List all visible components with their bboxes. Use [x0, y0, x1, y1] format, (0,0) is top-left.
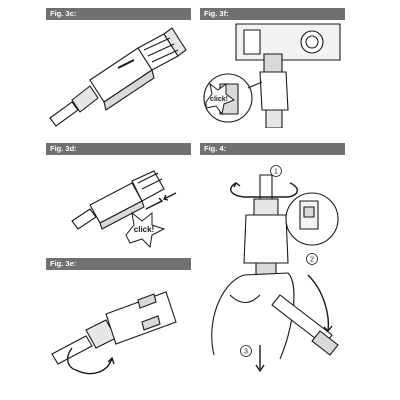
figure-4-panel: Fig. 4: 1 2	[200, 143, 345, 378]
figure-3d-callout: click!	[134, 225, 154, 234]
step-2-label: 2	[310, 257, 314, 264]
figure-3c-panel: Fig. 3c:	[46, 8, 191, 128]
figure-3e-panel: Fig. 3e:	[46, 258, 191, 378]
connector-assembled-illustration	[49, 27, 187, 127]
figure-3f-header: Fig. 3f:	[200, 8, 345, 20]
connector-click-illustration: click!	[71, 170, 177, 249]
figure-3d-header: Fig. 3d:	[46, 143, 191, 155]
click-burst-icon: click!	[205, 82, 236, 116]
figure-3f-callout: click!	[210, 96, 228, 103]
figure-3e-label: Fig. 3e:	[50, 259, 77, 268]
step-3-marker: 3	[240, 345, 252, 357]
step-3-label: 3	[244, 349, 248, 356]
figure-3c-label: Fig. 3c:	[50, 9, 77, 18]
figure-3f-panel: Fig. 3f: click!	[200, 8, 345, 128]
connector-removal-illustration: 1 2 3	[211, 165, 339, 373]
figure-3d-label: Fig. 3d:	[50, 144, 77, 153]
connector-tighten-illustration	[51, 291, 177, 375]
figure-3d-panel: Fig. 3d: click!	[46, 143, 191, 253]
figure-4-label: Fig. 4:	[204, 144, 227, 153]
step-2-marker: 2	[306, 253, 318, 265]
figure-4-header: Fig. 4:	[200, 143, 345, 155]
figure-3c-header: Fig. 3c:	[46, 8, 191, 20]
figure-3e-header: Fig. 3e:	[46, 258, 191, 270]
step-1-label: 1	[274, 169, 278, 176]
figure-3f-label: Fig. 3f:	[204, 9, 229, 18]
step-1-marker: 1	[270, 165, 282, 177]
click-burst-icon: click!	[125, 211, 166, 249]
connector-plugged-illustration: click!	[203, 23, 341, 128]
